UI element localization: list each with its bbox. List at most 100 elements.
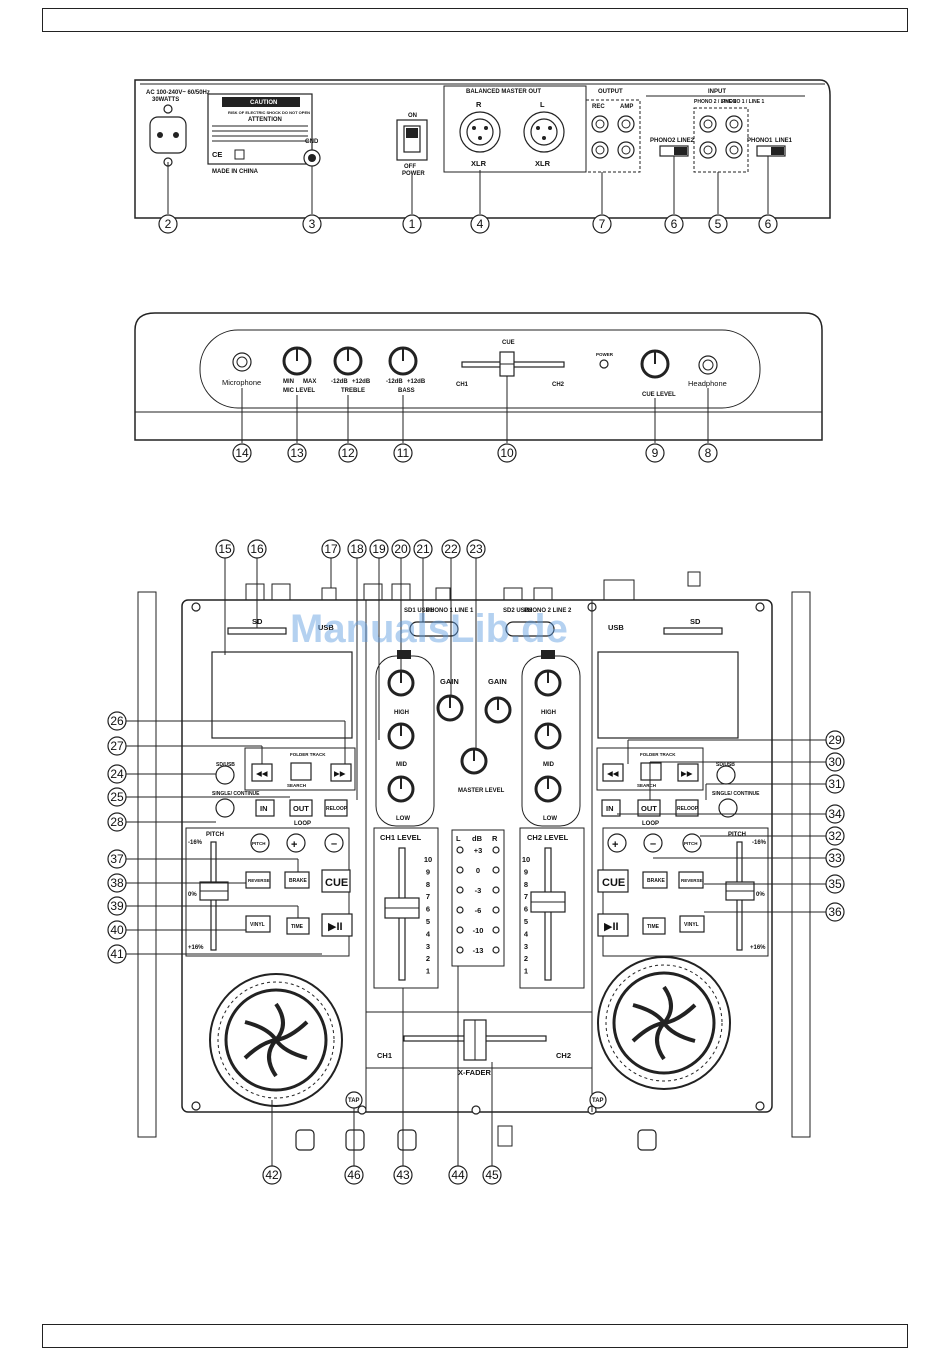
meter-led-left — [456, 866, 464, 874]
gnd-label: GND — [305, 139, 319, 145]
single-continue-button-left — [215, 798, 235, 818]
svg-text:12: 12 — [341, 446, 355, 460]
low-label-ch1: LOW — [396, 816, 410, 822]
pitch-plus-button-right — [607, 833, 627, 853]
front-panel-outline — [134, 312, 823, 441]
usb-label-left: USB — [318, 623, 334, 632]
prev-track-button — [602, 763, 624, 782]
time-label: TIME — [647, 924, 660, 930]
single-continue-button-right — [718, 798, 738, 818]
svg-text:6: 6 — [765, 217, 772, 231]
plus-icon: + — [612, 839, 618, 851]
reverse-button-right — [678, 871, 704, 889]
pitch-button-right — [682, 833, 702, 853]
pitch-minus-label: -16% — [188, 840, 203, 846]
fader-scale-mark: 3 — [426, 942, 430, 951]
fader-scale-mark: 10 — [522, 855, 530, 864]
vinyl-button-left — [245, 915, 271, 933]
power-label: POWER — [402, 171, 425, 177]
front-power-label: POWER — [596, 352, 614, 357]
microphone-jack — [232, 352, 252, 372]
output-label: OUTPUT — [598, 89, 623, 95]
front-panel: Microphone MIN MAX MIC LEVEL -12dB +12dB… — [134, 312, 823, 443]
callout: 28 — [107, 812, 127, 832]
input-box — [693, 107, 749, 173]
svg-text:10: 10 — [500, 446, 514, 460]
line2-switch-label: LINE2 — [677, 138, 695, 144]
meter-led-right — [492, 946, 500, 954]
bass-label: BASS — [398, 388, 415, 394]
rec-label: REC — [592, 104, 605, 110]
svg-text:24: 24 — [110, 767, 124, 781]
pitch-label-left: PITCH — [206, 832, 224, 838]
gain-label-ch1: GAIN — [440, 677, 459, 686]
single-continue-label: SINGLE/ CONTINUE — [212, 791, 260, 797]
svg-text:35: 35 — [828, 877, 842, 891]
callout: 19 — [369, 539, 389, 559]
meter-led-right — [492, 846, 500, 854]
callout: 4 — [470, 214, 490, 234]
callout: 23 — [466, 539, 486, 559]
callout: 7 — [592, 214, 612, 234]
cue-ch2-label: CH2 — [552, 382, 565, 388]
callout: 29 — [825, 730, 845, 750]
meter-value: -10 — [473, 926, 484, 935]
callout: 35 — [825, 874, 845, 894]
svg-text:31: 31 — [828, 777, 842, 791]
fader-scale-mark: 2 — [524, 954, 528, 963]
brake-button-right — [642, 871, 668, 889]
mic-max-label: MAX — [303, 379, 316, 385]
loop-in-button-left — [255, 799, 275, 817]
meter-led-left — [456, 946, 464, 954]
callout: 32 — [825, 826, 845, 846]
xlr-label: XLR — [535, 159, 551, 168]
svg-text:34: 34 — [828, 807, 842, 821]
sd-usb-btn-label: SD/USB — [216, 762, 235, 768]
svg-text:25: 25 — [110, 790, 124, 804]
power-rating: AC 100-240V~ 60/50Hz — [146, 90, 210, 96]
level-meter — [451, 829, 505, 967]
mic-min-label: MIN — [283, 379, 294, 385]
svg-text:45: 45 — [485, 1168, 499, 1182]
phono2-line2-sel-label: PHONO 2 LINE 2 — [524, 608, 572, 614]
ce-mark: CE — [212, 150, 222, 159]
svg-text:15: 15 — [218, 542, 232, 556]
phono1-line1-sel-label: PHONO 1 LINE 1 — [426, 608, 474, 614]
reverse-button-left — [245, 871, 271, 889]
pitch-plus-button-left — [286, 833, 306, 853]
svg-text:42: 42 — [265, 1168, 279, 1182]
search-label: SEARCH — [287, 783, 306, 788]
meter-value: -6 — [475, 906, 482, 915]
on-label: ON — [408, 113, 417, 119]
cue-ch1-label: CH1 — [456, 382, 469, 388]
svg-text:4: 4 — [477, 217, 484, 231]
svg-text:23: 23 — [469, 542, 483, 556]
play-pause-button-left — [321, 913, 353, 937]
fader-scale-mark: 8 — [426, 880, 430, 889]
callout: 14 — [232, 443, 252, 463]
fader-scale-mark: 4 — [524, 929, 529, 938]
pitch-btn-label: PITCH — [684, 841, 698, 846]
attention-text: ATTENTION — [248, 117, 282, 123]
time-label: TIME — [291, 924, 304, 930]
reloop-button-left — [324, 799, 348, 817]
fader-scale-mark: 6 — [426, 905, 430, 914]
front-callouts: 14 13 12 11 10 9 8 — [232, 443, 718, 463]
pitch-btn-label: PITCH — [252, 841, 266, 846]
meter-led-right — [492, 866, 500, 874]
svg-text:28: 28 — [110, 815, 124, 829]
sd-label-left: SD — [252, 617, 263, 626]
x-fader-label: X-FADER — [458, 1068, 492, 1077]
rear-panel: AC 100-240V~ 60/50Hz 30WATTS CAUTION RIS… — [134, 79, 831, 219]
in-label: IN — [260, 804, 268, 813]
fader-scale-mark: 1 — [426, 967, 430, 976]
crossfader-box — [365, 1011, 593, 1069]
headphone-label: Headphone — [688, 379, 727, 388]
loop-out-button-right — [637, 799, 661, 817]
meter-r-label: R — [492, 834, 498, 843]
cue-btn-label: CUE — [325, 877, 348, 889]
ch2-fader-track — [544, 847, 552, 981]
meter-led-right — [492, 886, 500, 894]
